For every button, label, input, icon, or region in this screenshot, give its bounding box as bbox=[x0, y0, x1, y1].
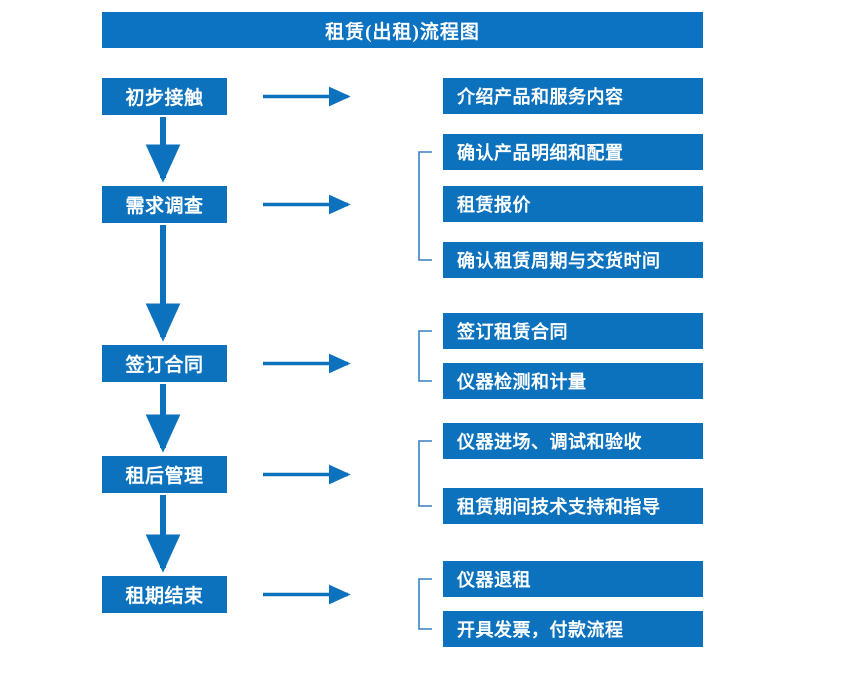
group-bracket-4 bbox=[418, 578, 432, 630]
stage-box-1[interactable]: 初步接触 bbox=[102, 78, 227, 115]
group-bracket-2 bbox=[418, 330, 432, 382]
stage-box-3[interactable]: 签订合同 bbox=[102, 345, 227, 382]
diagram-title: 租赁(出租)流程图 bbox=[102, 12, 703, 48]
group-bracket-3 bbox=[418, 440, 432, 507]
detail-box-2[interactable]: 确认产品明细和配置 bbox=[443, 134, 703, 170]
detail-box-5[interactable]: 签订租赁合同 bbox=[443, 313, 703, 349]
stage-box-4[interactable]: 租后管理 bbox=[102, 456, 227, 493]
detail-box-8[interactable]: 租赁期间技术支持和指导 bbox=[443, 488, 703, 524]
detail-box-6[interactable]: 仪器检测和计量 bbox=[443, 363, 703, 399]
stage-box-5[interactable]: 租期结束 bbox=[102, 576, 227, 613]
detail-box-4[interactable]: 确认租赁周期与交货时间 bbox=[443, 242, 703, 278]
detail-box-3[interactable]: 租赁报价 bbox=[443, 186, 703, 222]
stage-box-2[interactable]: 需求调查 bbox=[102, 186, 227, 223]
detail-box-9[interactable]: 仪器退租 bbox=[443, 561, 703, 597]
detail-box-7[interactable]: 仪器进场、调试和验收 bbox=[443, 423, 703, 459]
detail-box-10[interactable]: 开具发票，付款流程 bbox=[443, 611, 703, 647]
group-bracket-1 bbox=[418, 151, 432, 261]
detail-box-1[interactable]: 介绍产品和服务内容 bbox=[443, 78, 703, 114]
